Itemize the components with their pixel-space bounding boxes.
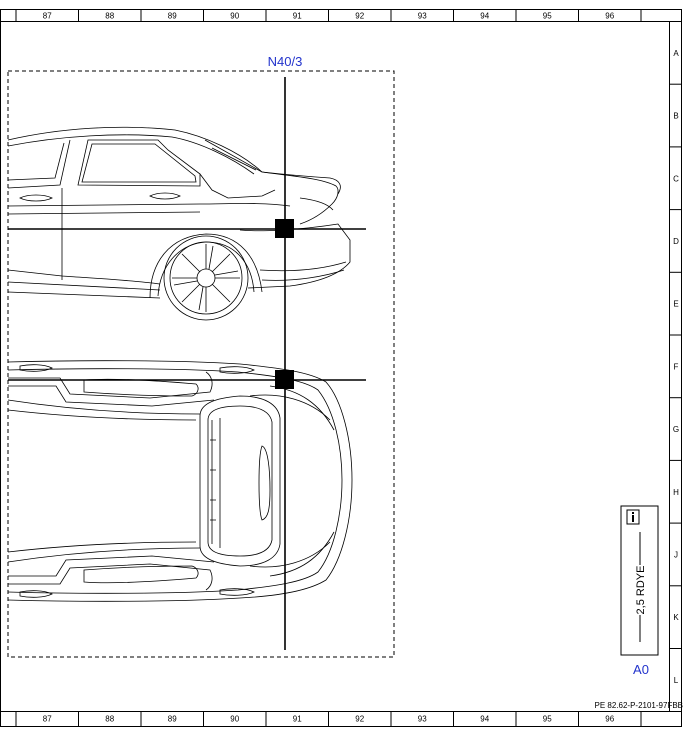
row-ruler-right: A B C D E F G H J K L xyxy=(669,49,682,685)
column-number: 89 xyxy=(168,12,177,21)
car-top-view xyxy=(7,360,353,602)
column-number: 94 xyxy=(480,12,489,21)
column-ruler-top: 87 88 89 90 91 92 93 94 95 96 xyxy=(15,9,642,22)
column-number: 92 xyxy=(355,12,364,21)
column-number: 96 xyxy=(605,715,614,724)
column-ruler-bottom: 87 88 89 90 91 92 93 94 95 96 xyxy=(15,711,642,727)
row-letter: A xyxy=(673,49,679,58)
row-letter: B xyxy=(673,112,678,121)
row-letter: G xyxy=(673,425,679,434)
connector-label: A0 xyxy=(633,662,649,677)
column-number: 96 xyxy=(605,12,614,21)
component-location-marker-side xyxy=(275,219,294,238)
row-letter: F xyxy=(674,362,679,371)
column-number: 95 xyxy=(543,12,552,21)
row-letter: H xyxy=(673,488,679,497)
row-letter: J xyxy=(674,550,678,559)
row-letter: K xyxy=(673,613,679,622)
component-label: N40/3 xyxy=(268,54,303,69)
component-location-marker-top xyxy=(275,370,294,389)
column-number: 93 xyxy=(418,715,427,724)
column-number: 90 xyxy=(230,715,239,724)
column-number: 87 xyxy=(43,715,52,724)
row-letter: C xyxy=(673,174,679,183)
wire-spec-label: 2,5 RDYE xyxy=(635,566,647,615)
document-code: PE 82.62-P-2101-97FBB xyxy=(594,701,684,710)
column-number: 95 xyxy=(543,715,552,724)
column-number: 91 xyxy=(293,715,302,724)
column-number: 88 xyxy=(105,715,114,724)
position-crosshair-lines xyxy=(8,77,366,650)
sheet-frame xyxy=(0,9,682,727)
column-number: 91 xyxy=(293,12,302,21)
column-number: 93 xyxy=(418,12,427,21)
component-boundary-dashed xyxy=(7,70,395,658)
row-letter: D xyxy=(673,237,679,246)
connector-box: 2,5 RDYE xyxy=(620,505,659,656)
column-number: 89 xyxy=(168,715,177,724)
column-number: 87 xyxy=(43,12,52,21)
car-side-view xyxy=(7,126,351,321)
row-letter: E xyxy=(673,300,678,309)
column-number: 94 xyxy=(480,715,489,724)
info-icon xyxy=(626,509,640,525)
column-number: 92 xyxy=(355,715,364,724)
column-number: 90 xyxy=(230,12,239,21)
row-letter: L xyxy=(674,676,679,685)
column-number: 88 xyxy=(105,12,114,21)
